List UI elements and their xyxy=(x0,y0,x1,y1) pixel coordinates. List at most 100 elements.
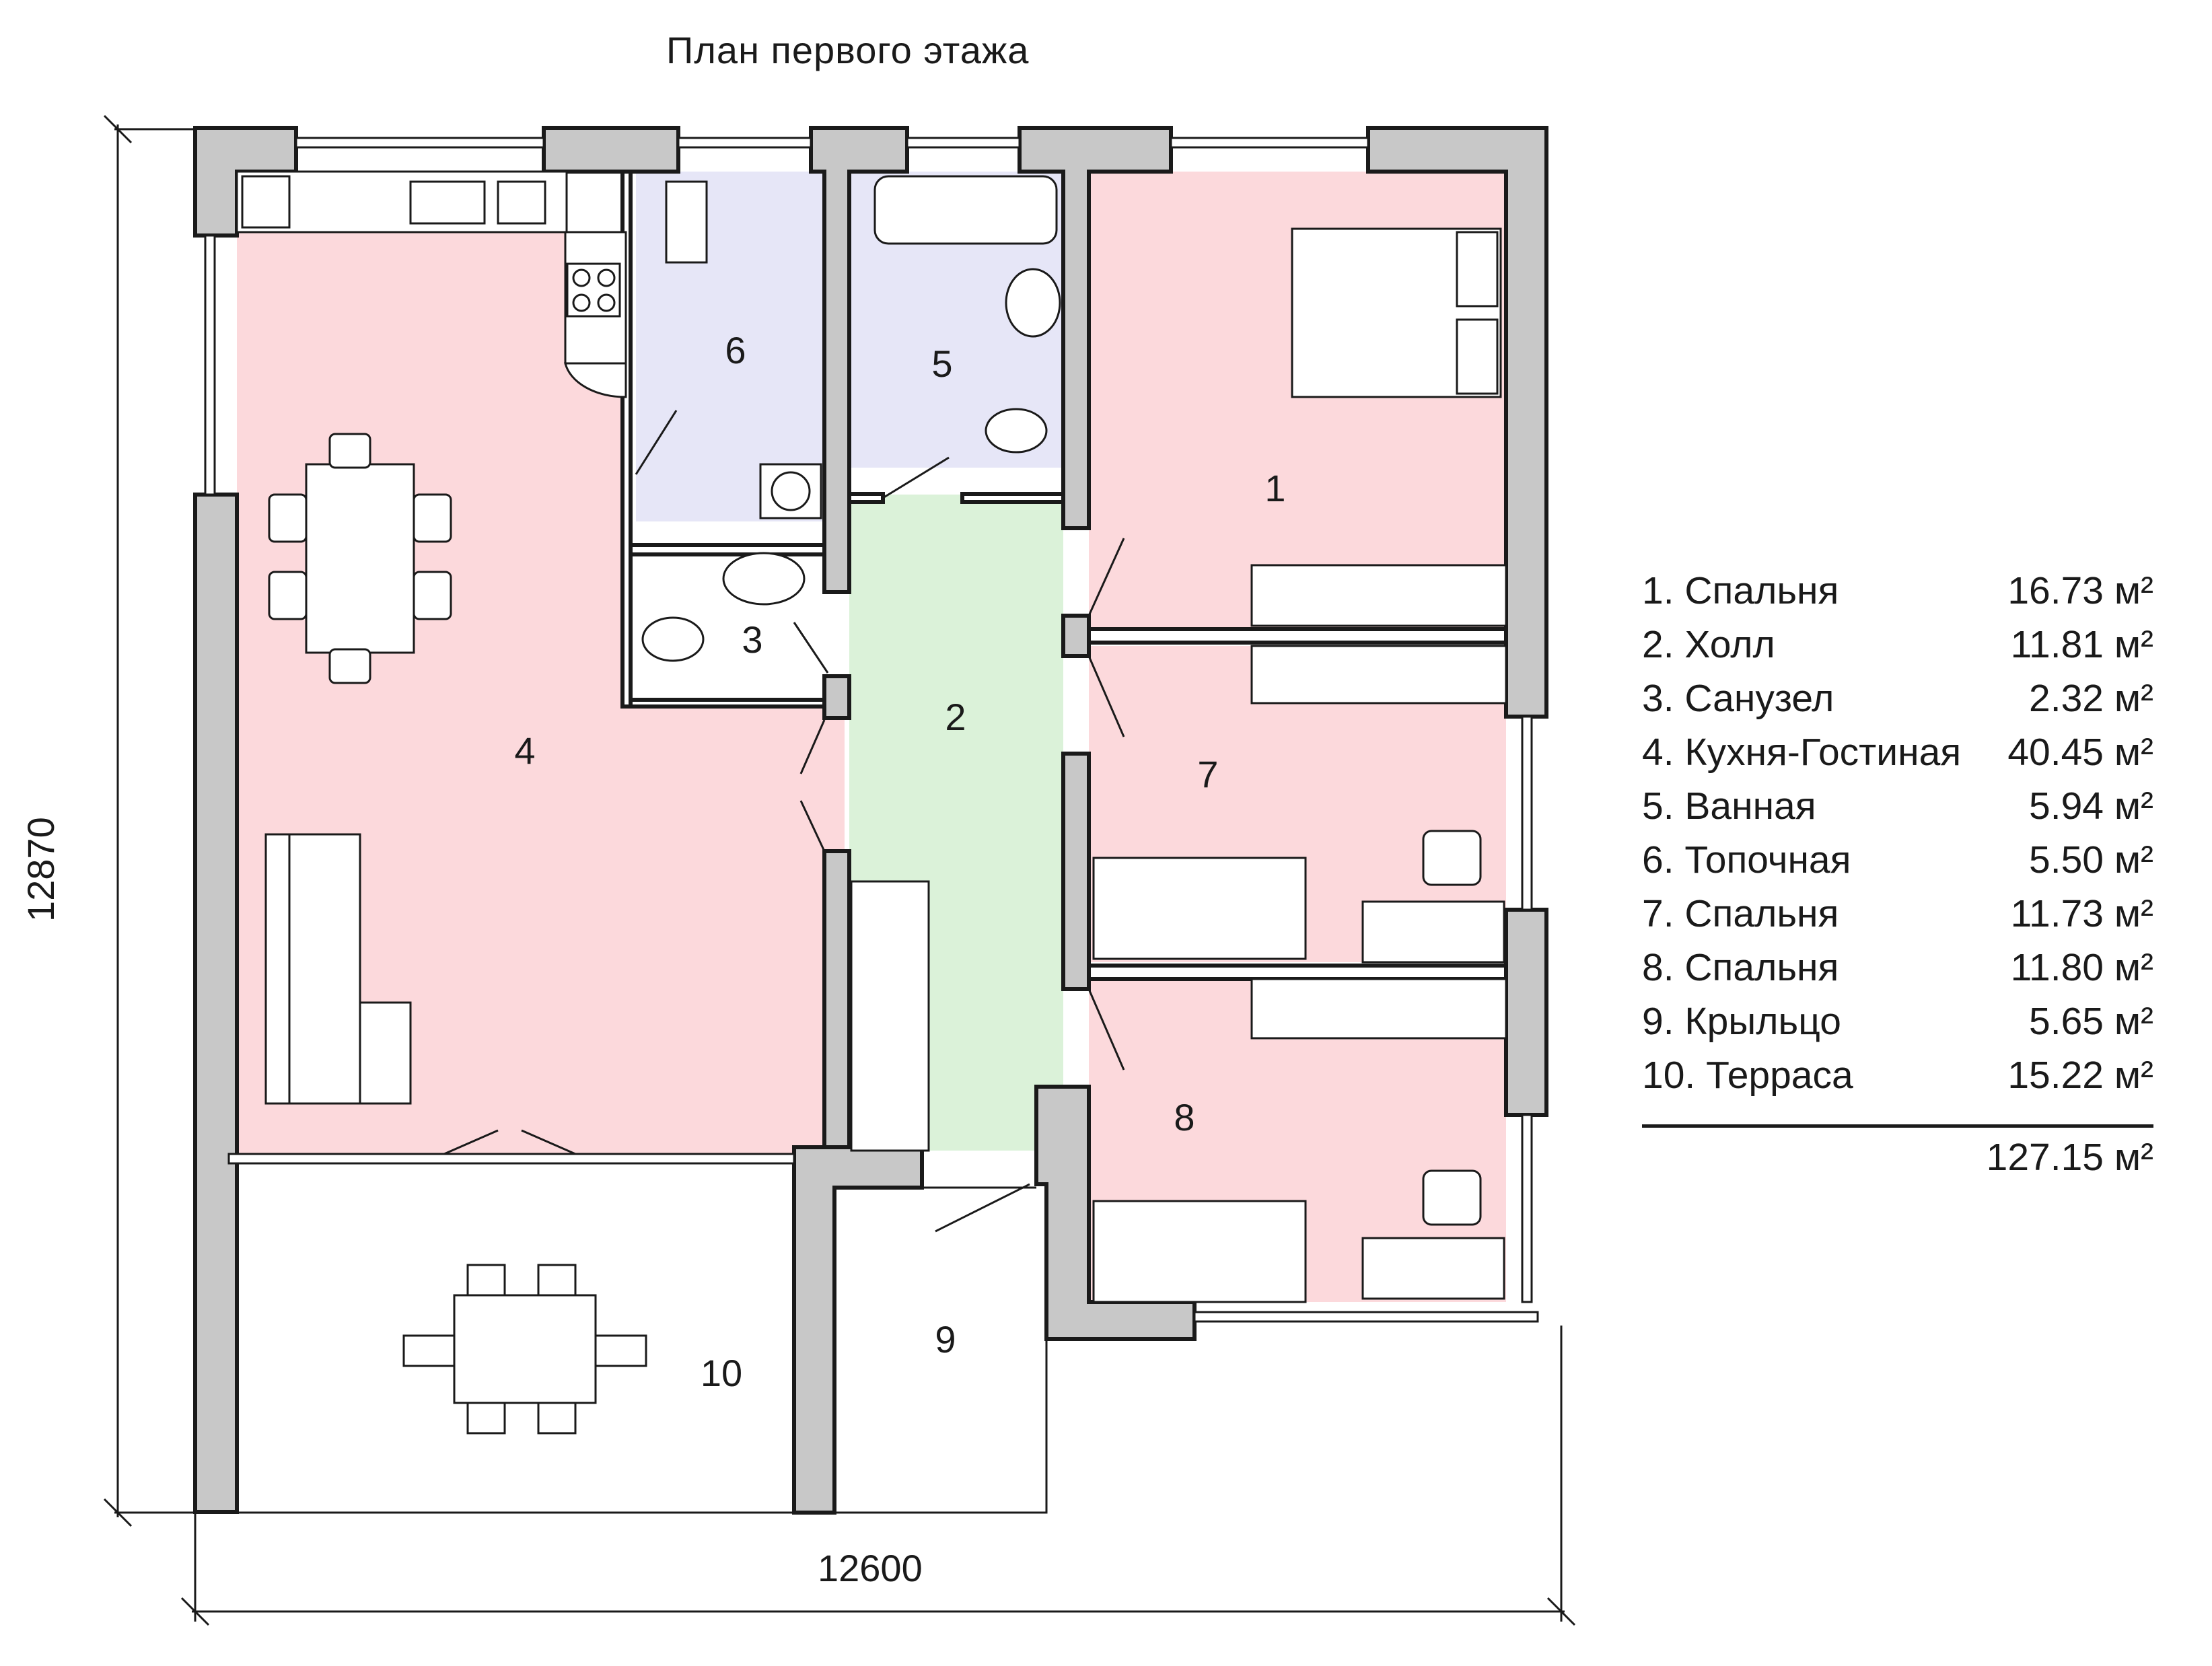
legend-label: 1. Спальня xyxy=(1642,569,1839,612)
window-n2 xyxy=(677,137,812,149)
wardrobe-8 xyxy=(1250,978,1507,1040)
legend-row: 4. Кухня-Гостиная 40.45 м² xyxy=(1642,730,2153,784)
wall-corr-west-stub xyxy=(822,674,851,720)
dining-set xyxy=(268,433,452,684)
legend-area: 40.45 м² xyxy=(2007,731,2153,774)
legend-label: 9. Крыльцо xyxy=(1642,1000,1841,1043)
legend-area: 15.22 м² xyxy=(2007,1054,2153,1097)
room-labels: 1 2 3 4 5 6 7 8 9 10 xyxy=(514,329,1285,1394)
chair-7 xyxy=(1422,830,1482,886)
legend-row: 2. Холл 11.81 м² xyxy=(1642,622,2153,676)
wall-porch-w xyxy=(792,1145,924,1515)
legend-area: 2.32 м² xyxy=(2029,677,2153,720)
legend-area: 16.73 м² xyxy=(2007,569,2153,612)
window-s8 xyxy=(1193,1311,1539,1323)
legend-label: 2. Холл xyxy=(1642,623,1775,666)
partition-7-8 xyxy=(1087,964,1508,981)
legend-area: 5.50 м² xyxy=(2029,838,2153,881)
doors xyxy=(443,410,1125,1233)
washbasin-3 xyxy=(722,552,806,606)
wall-west-lower xyxy=(193,493,239,1514)
legend-row: 10. Терраса 15.22 м² xyxy=(1642,1053,2153,1107)
partition-5-bottom-l xyxy=(847,492,885,504)
room-label-8: 8 xyxy=(1174,1096,1194,1138)
washbasin-5 xyxy=(1005,268,1061,338)
room-label-1: 1 xyxy=(1264,467,1285,509)
partition-1-7 xyxy=(1087,627,1508,645)
legend-row: 6. Топочная 5.50 м² xyxy=(1642,838,2153,892)
wall-corr-east-stub xyxy=(1061,614,1091,658)
legend-row: 9. Крыльцо 5.65 м² xyxy=(1642,999,2153,1053)
area-legend: 1. Спальня 16.73 м² 2. Холл 11.81 м² 3. Са… xyxy=(1642,569,2153,1179)
partition-6-3 xyxy=(627,543,826,556)
legend-total-divider xyxy=(1642,1124,2153,1128)
fixtures xyxy=(641,175,1061,662)
desk-8 xyxy=(1361,1237,1505,1300)
room-label-2: 2 xyxy=(945,696,966,738)
window-n4 xyxy=(1170,137,1369,149)
partitions xyxy=(620,170,1508,981)
room-label-10: 10 xyxy=(701,1352,742,1394)
bedroom-furniture xyxy=(850,227,1507,1303)
legend-row: 1. Спальня 16.73 м² xyxy=(1642,569,2153,622)
wardrobe-7 xyxy=(1250,645,1507,704)
bed-7 xyxy=(1092,857,1307,960)
room-label-9: 9 xyxy=(935,1318,956,1361)
bed-8 xyxy=(1092,1200,1307,1303)
hall-bench xyxy=(850,880,930,1152)
boiler-6 xyxy=(665,180,708,264)
desk-7 xyxy=(1361,900,1505,964)
wall-porch-e xyxy=(1034,1085,1197,1341)
wall-corr-west-lower xyxy=(822,849,851,1155)
plan-title: План первого этажа xyxy=(666,29,1030,71)
legend-area: 11.80 м² xyxy=(2010,946,2153,989)
sofa xyxy=(264,833,412,1105)
room-4-floor xyxy=(237,232,845,1154)
room-label-7: 7 xyxy=(1197,753,1218,795)
partition-5-bottom-r xyxy=(960,492,1065,504)
legend-area: 5.94 м² xyxy=(2029,785,2153,828)
partition-3-bottom xyxy=(620,698,826,709)
legend-row: 8. Спальня 11.80 м² xyxy=(1642,945,2153,999)
terrace-table xyxy=(402,1264,647,1435)
bathtub xyxy=(873,175,1058,245)
legend-label: 7. Спальня xyxy=(1642,892,1839,935)
legend-label: 8. Спальня xyxy=(1642,946,1839,989)
wardrobe-1 xyxy=(1250,564,1507,627)
toilet-5 xyxy=(985,408,1048,454)
legend-area: 11.81 м² xyxy=(2010,623,2153,666)
window-n1 xyxy=(295,137,545,149)
legend-label: 4. Кухня-Гостиная xyxy=(1642,731,1962,774)
legend-area: 5.65 м² xyxy=(2029,1000,2153,1043)
window-s4 xyxy=(227,1153,795,1165)
legend-label: 3. Санузел xyxy=(1642,677,1834,720)
room-label-6: 6 xyxy=(725,329,746,371)
width-dimension: 12600 xyxy=(818,1547,923,1589)
dimension-lines xyxy=(103,114,1576,1626)
legend-label: 6. Топочная xyxy=(1642,838,1851,881)
window-n3 xyxy=(906,137,1021,149)
wall-east-mid xyxy=(1504,908,1548,1117)
wall-north-mid xyxy=(542,126,680,174)
legend-row: 3. Санузел 2.32 м² xyxy=(1642,676,2153,730)
toilet-3 xyxy=(641,616,705,662)
window-e2 xyxy=(1521,1114,1533,1303)
height-dimension: 12870 xyxy=(20,817,62,922)
wall-ne-corner xyxy=(1366,126,1548,719)
chair-8 xyxy=(1422,1169,1482,1226)
legend-label: 10. Терраса xyxy=(1642,1054,1853,1097)
legend-row: 7. Спальня 11.73 м² xyxy=(1642,892,2153,945)
room-label-3: 3 xyxy=(742,618,762,661)
outdoor-areas xyxy=(237,1186,1048,1514)
kitchen-counter xyxy=(236,170,627,398)
legend-area: 11.73 м² xyxy=(2010,892,2153,935)
legend-total-area: 127.15 м² xyxy=(1986,1136,2153,1179)
room-label-5: 5 xyxy=(931,342,952,385)
window-e1 xyxy=(1521,715,1533,911)
legend-label: 5. Ванная xyxy=(1642,785,1816,828)
legend-row: 5. Ванная 5.94 м² xyxy=(1642,784,2153,838)
wall-corr-east xyxy=(1061,752,1091,991)
room-label-4: 4 xyxy=(514,729,535,772)
window-w1 xyxy=(204,234,216,496)
